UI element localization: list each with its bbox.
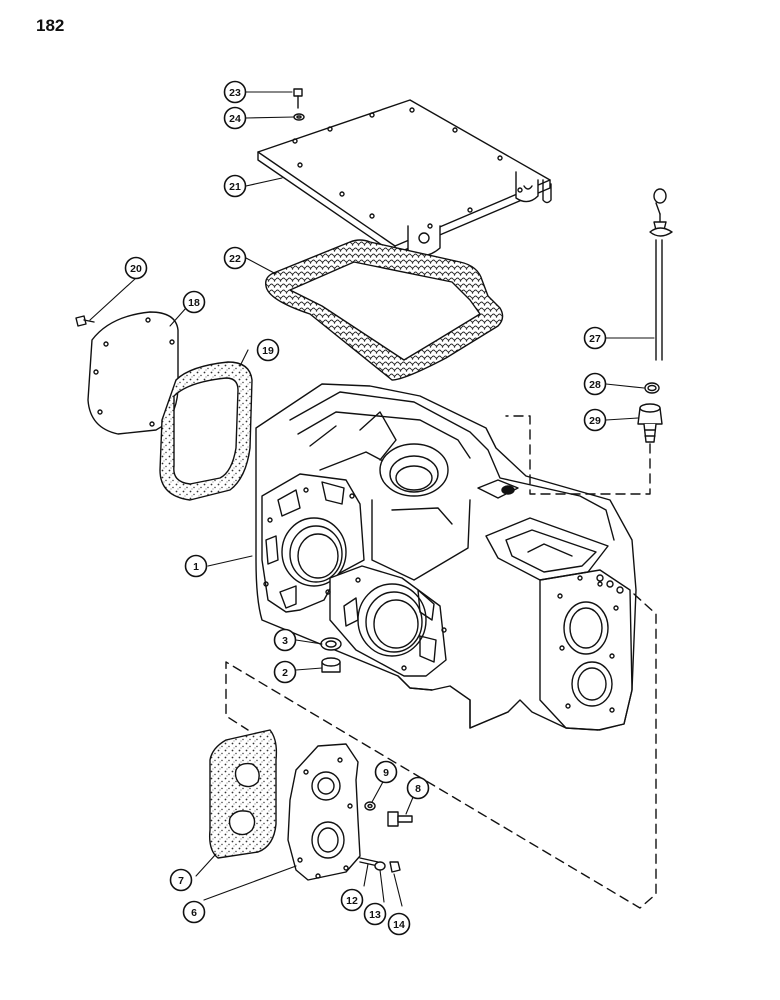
- callout-28[interactable]: 28: [583, 372, 607, 396]
- callout-label: 1: [193, 561, 199, 573]
- stud-washer: [374, 861, 386, 871]
- callout-22[interactable]: 22: [223, 246, 247, 270]
- callout-20[interactable]: 20: [124, 256, 148, 280]
- callout-27[interactable]: 27: [583, 326, 607, 350]
- callout-label: 6: [191, 907, 197, 919]
- top-cover-bolt: [293, 88, 303, 109]
- page-number: 182: [36, 16, 65, 35]
- callout-3[interactable]: 3: [273, 628, 297, 652]
- side-cover-gasket: [159, 361, 253, 501]
- callout-label: 8: [415, 783, 421, 795]
- callout-label: 23: [229, 87, 241, 99]
- callout-6[interactable]: 6: [182, 900, 206, 924]
- stud-nut: [389, 861, 401, 873]
- callout-23[interactable]: 23: [223, 80, 247, 104]
- dipstick: [649, 188, 673, 361]
- leader-lines: [89, 91, 655, 907]
- callout-1[interactable]: 1: [184, 554, 208, 578]
- alignment-lines: [225, 415, 657, 909]
- callout-label: 2: [282, 667, 288, 679]
- cover-gasket: [208, 729, 278, 859]
- bolt-lockwasher: [364, 801, 376, 811]
- dipstick-tube: [637, 403, 663, 443]
- callout-8[interactable]: 8: [406, 776, 430, 800]
- callout-label: 13: [369, 909, 381, 921]
- callout-label: 12: [346, 895, 358, 907]
- callout-21[interactable]: 21: [223, 174, 247, 198]
- dipstick-o-ring: [644, 382, 660, 394]
- transmission-housing: [255, 383, 637, 731]
- callout-label: 29: [589, 415, 601, 427]
- top-cover-lockwasher: [293, 113, 305, 121]
- callout-label: 24: [229, 113, 241, 125]
- drain-plug: [321, 657, 341, 673]
- callout-label: 7: [178, 875, 184, 887]
- callout-7[interactable]: 7: [169, 868, 193, 892]
- callout-24[interactable]: 24: [223, 106, 247, 130]
- callout-label: 9: [383, 767, 389, 779]
- callout-label: 22: [229, 253, 241, 265]
- callout-29[interactable]: 29: [583, 408, 607, 432]
- callout-14[interactable]: 14: [387, 912, 411, 936]
- callout-12[interactable]: 12: [340, 888, 364, 912]
- callout-label: 27: [589, 333, 601, 345]
- top-cover-gasket: [265, 239, 504, 381]
- callout-19[interactable]: 19: [256, 338, 280, 362]
- callout-18[interactable]: 18: [182, 290, 206, 314]
- callout-label: 20: [130, 263, 142, 275]
- callout-13[interactable]: 13: [363, 902, 387, 926]
- plug-washer: [320, 637, 342, 651]
- side-cover-bolt: [75, 315, 95, 327]
- callout-2[interactable]: 2: [273, 660, 297, 684]
- callout-label: 3: [282, 635, 288, 647]
- cover-plate: [287, 743, 361, 881]
- top-cover-plate: [257, 99, 552, 257]
- callout-label: 28: [589, 379, 601, 391]
- callout-label: 14: [393, 919, 405, 931]
- callout-label: 18: [188, 297, 200, 309]
- callout-label: 19: [262, 345, 274, 357]
- callout-9[interactable]: 9: [374, 760, 398, 784]
- cover-bolt: [387, 811, 413, 827]
- callout-label: 21: [229, 181, 241, 193]
